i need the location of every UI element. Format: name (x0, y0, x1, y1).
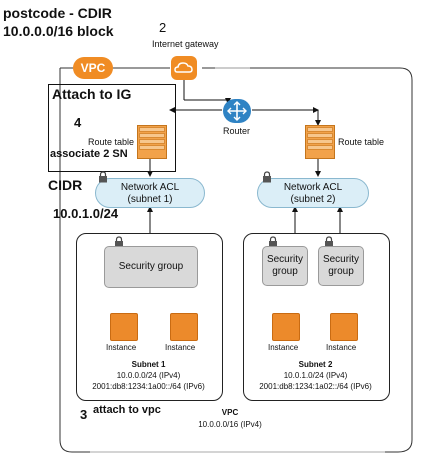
acl-left-subtitle: (subnet 1) (127, 194, 173, 205)
network-acl-left: Network ACL (subnet 1) (95, 178, 205, 208)
route-table-row (139, 145, 165, 150)
router-icon (222, 98, 252, 124)
route-table-left-label: Route table (88, 137, 135, 147)
route-table-left-icon (137, 125, 167, 159)
subnet-1-ipv4: 10.0.0.0/24 (IPv4) (116, 371, 181, 380)
annotation-associate: associate 2 SN (50, 148, 128, 160)
lock-icon (114, 235, 124, 248)
route-table-row (139, 139, 165, 144)
route-table-row (307, 127, 333, 132)
vpc-boundary (59, 67, 413, 453)
route-table-row (307, 133, 333, 138)
instance-icon (170, 313, 198, 341)
acl-right-subtitle: (subnet 2) (290, 194, 336, 205)
instance-icon (330, 313, 358, 341)
lock-icon (262, 170, 272, 183)
security-group-right-b: Security group (318, 246, 364, 286)
instance-label: Instance (165, 343, 196, 352)
vpc-tag: VPC (73, 57, 113, 79)
subnet-2-title: Subnet 2 (298, 360, 333, 369)
security-group-right-a: Security group (262, 246, 308, 286)
lock-icon (98, 170, 108, 183)
instance-label: Instance (106, 343, 137, 352)
internet-gateway-label: Internet gateway (152, 39, 219, 49)
lock-icon (268, 235, 278, 248)
router-label: Router (223, 126, 251, 136)
vpc-footer-title: VPC (221, 408, 239, 417)
subnet-2-ipv6: 2001:db8:1234:1a02::/64 (IPv6) (259, 382, 372, 391)
vpc-footer-cidr: 10.0.0.0/16 (IPv4) (198, 420, 262, 429)
annotation-cidr-value: 10.0.1.0/24 (53, 206, 119, 221)
subnet-1-title: Subnet 1 (131, 360, 166, 369)
route-table-row (139, 133, 165, 138)
instance-icon (272, 313, 300, 341)
annotation-block: 10.0.0.0/16 block (3, 23, 114, 39)
annotation-attach-to-vpc: attach to vpc (93, 404, 161, 416)
annotation-step-3: 3 (80, 407, 88, 422)
lock-icon (324, 235, 334, 248)
route-table-right-icon (305, 125, 335, 159)
route-table-row (139, 127, 165, 132)
annotation-step-2: 2 (159, 20, 167, 35)
subnet-2-ipv4: 10.0.1.0/24 (IPv4) (283, 371, 348, 380)
vpc-cloud-icon (65, 55, 79, 69)
security-group-left: Security group (104, 246, 198, 288)
annotation-postcode: postcode - CDIR (3, 5, 112, 21)
annotation-cidr: CIDR (48, 177, 83, 193)
route-table-row (307, 139, 333, 144)
subnet-1-ipv6: 2001:db8:1234:1a00::/64 (IPv6) (92, 382, 205, 391)
instance-label: Instance (268, 343, 299, 352)
annotation-step-4: 4 (74, 115, 82, 130)
attach-to-ig-box (48, 84, 176, 172)
instance-label: Instance (326, 343, 357, 352)
acl-right-title: Network ACL (283, 182, 343, 193)
route-table-right-label: Route table (338, 137, 385, 147)
network-acl-right: Network ACL (subnet 2) (257, 178, 369, 208)
acl-left-title: Network ACL (120, 182, 180, 193)
internet-gateway-icon (170, 55, 198, 81)
annotation-attach-to-ig: Attach to IG (52, 86, 132, 102)
instance-icon (110, 313, 138, 341)
route-table-row (307, 145, 333, 150)
